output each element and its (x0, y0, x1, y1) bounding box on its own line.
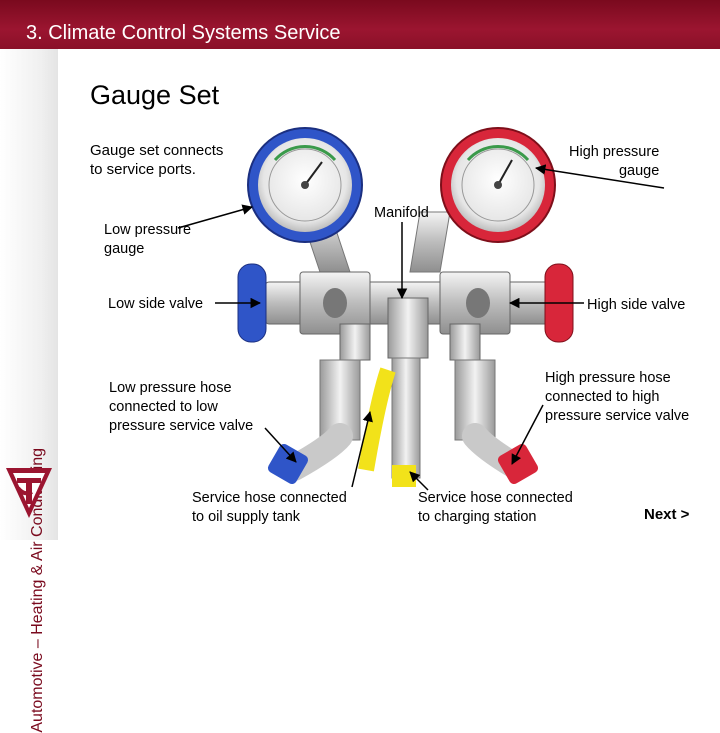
label-gauge-set-connects: Gauge set connects to service ports. (90, 142, 224, 178)
sidebar (0, 49, 58, 540)
label-high-side-valve: High side valve (587, 297, 686, 313)
oil-service-hose-icon (358, 367, 396, 472)
next-button[interactable]: Next > (644, 506, 690, 523)
header-title: 3. Climate Control Systems Service (26, 22, 341, 44)
label-oil-supply-hose: Service hose connected to oil supply tan… (192, 490, 347, 525)
manifold-icon (264, 271, 551, 361)
label-charging-station-hose: Service hose connected to charging stati… (418, 490, 573, 525)
charging-hose-coupler-icon (392, 465, 416, 487)
header-bar (0, 0, 720, 49)
high-pressure-gauge-icon (440, 127, 556, 243)
logo-icon (6, 468, 52, 518)
low-hose-coupler-icon (267, 443, 309, 485)
page-title: Gauge Set (90, 80, 220, 110)
label-low-pressure-gauge: Low pressure gauge (104, 222, 192, 257)
label-low-pressure-hose: Low pressure hose connected to low press… (109, 380, 254, 434)
label-high-pressure-hose: High pressure hose connected to high pre… (545, 370, 690, 424)
label-high-pressure-gauge: High pressure gauge (569, 144, 660, 179)
gauge-set-diagram (177, 127, 665, 491)
label-manifold: Manifold (374, 205, 429, 221)
label-low-side-valve: Low side valve (108, 296, 204, 312)
low-pressure-gauge-icon (247, 127, 363, 243)
